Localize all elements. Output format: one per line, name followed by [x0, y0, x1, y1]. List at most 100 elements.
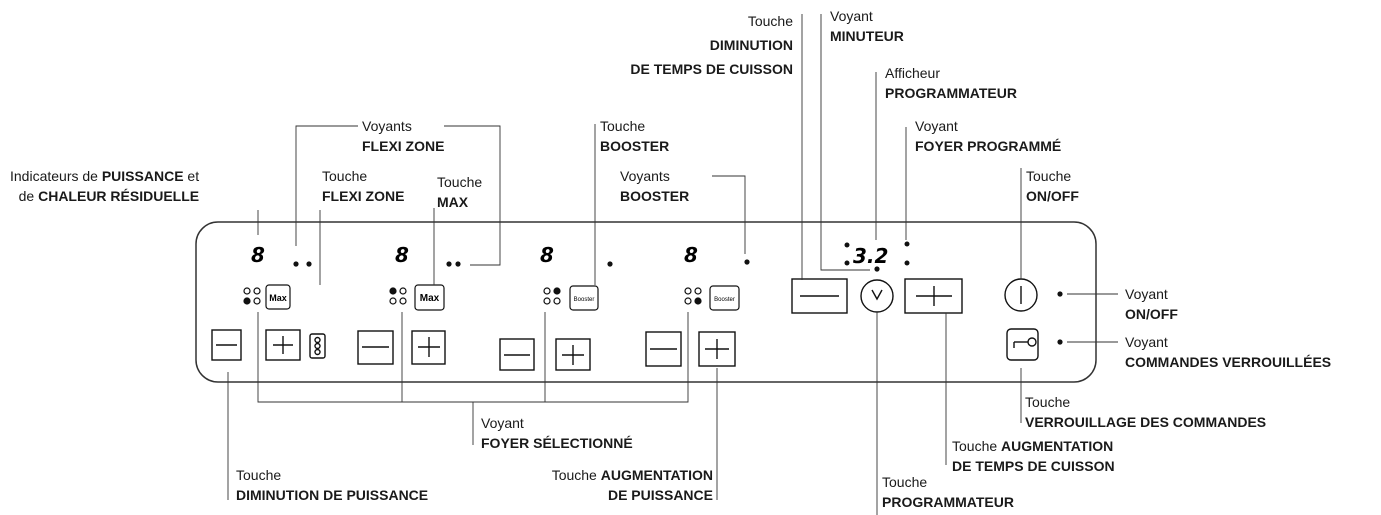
- label-bold: MAX: [437, 194, 469, 210]
- label-bold: PROGRAMMATEUR: [885, 85, 1017, 101]
- label-text: Touche: [600, 118, 646, 134]
- label-text: Touche: [882, 474, 928, 490]
- lock-indicator: [1057, 339, 1063, 345]
- label-bold: ON/OFF: [1125, 306, 1178, 322]
- max-button-1[interactable]: Max: [265, 284, 291, 310]
- foyer-selected-indicator-4: [684, 287, 702, 305]
- zone3-power-indicator: 8: [540, 243, 554, 267]
- timer-plus-key[interactable]: [904, 278, 963, 314]
- label-bold: DE TEMPS DE CUISSON: [630, 61, 793, 77]
- lock-key[interactable]: [1006, 328, 1039, 361]
- label-bold: AUGMENTATION: [600, 467, 713, 483]
- on-off-indicator: [1057, 291, 1063, 297]
- label-voyant-minuteur: Voyant MINUTEUR: [830, 6, 904, 46]
- label-bold: COMMANDES VERROUILLÉES: [1125, 354, 1332, 370]
- plus-key-zone1[interactable]: [265, 329, 301, 361]
- label-afficheur-prog: Afficheur PROGRAMMATEUR: [885, 63, 1017, 103]
- label-text: Voyant: [1125, 334, 1168, 350]
- zone1-power-indicator: 8: [251, 243, 265, 267]
- label-touche-max: Touche MAX: [437, 172, 482, 212]
- label-text: Touche: [1026, 168, 1072, 184]
- label-bold: PUISSANCE: [101, 168, 184, 184]
- minuteur-indicator: [874, 266, 880, 272]
- label-bold: DIMINUTION DE PUISSANCE: [236, 487, 429, 503]
- label-touche-programmateur: Touche PROGRAMMATEUR: [882, 472, 1014, 512]
- minus-key-zone1[interactable]: [211, 329, 242, 361]
- flexi-zone-indicators-1: [293, 261, 312, 267]
- minus-key-zone4[interactable]: [645, 331, 682, 367]
- label-bold: FOYER SÉLECTIONNÉ: [481, 435, 633, 451]
- label-touche-booster: Touche BOOSTER: [600, 116, 669, 156]
- label-voyant-foyer-prog: Voyant FOYER PROGRAMMÉ: [915, 116, 1061, 156]
- flexi-zone-key[interactable]: [309, 333, 326, 359]
- flexi-zone-indicators-2: [446, 261, 461, 267]
- label-text: Afficheur: [885, 65, 940, 81]
- label-bold: VERROUILLAGE DES COMMANDES: [1025, 414, 1267, 430]
- label-bold: BOOSTER: [600, 138, 670, 154]
- booster-button-3[interactable]: Booster: [569, 285, 599, 311]
- booster-indicator-4: [744, 259, 750, 265]
- label-text: Voyants: [362, 118, 412, 134]
- plus-key-zone2[interactable]: [411, 330, 446, 365]
- svg-text:Max: Max: [420, 293, 440, 304]
- label-voyant-cmd-verr: Voyant COMMANDES VERROUILLÉES: [1125, 332, 1331, 372]
- label-touche-dim-temps: Touche DIMINUTION DE TEMPS DE CUISSON: [560, 9, 793, 81]
- label-puissance-indicators: Indicateurs de PUISSANCE et de CHALEUR R…: [10, 166, 199, 206]
- plus-key-zone4[interactable]: [698, 331, 736, 367]
- plus-key-zone3[interactable]: [555, 338, 591, 371]
- programmer-key[interactable]: [860, 279, 894, 313]
- zone2-power-indicator: 8: [395, 243, 409, 267]
- label-touche-dim-puissance: Touche DIMINUTION DE PUISSANCE: [236, 465, 428, 505]
- minus-key-zone3[interactable]: [499, 338, 535, 371]
- timer-dots-left: [844, 242, 850, 266]
- label-bold: FLEXI ZONE: [322, 188, 405, 204]
- zone4-power-indicator: 8: [684, 243, 698, 267]
- label-text: Touche: [322, 168, 368, 184]
- label-touche-aug-temps: Touche AUGMENTATION DE TEMPS DE CUISSON: [952, 436, 1115, 476]
- svg-text:Booster: Booster: [574, 297, 595, 303]
- label-bold: ON/OFF: [1026, 188, 1079, 204]
- label-bold: AUGMENTATION: [1001, 438, 1114, 454]
- programmer-display: 3.2: [853, 244, 888, 268]
- foyer-selected-indicator-3: [543, 287, 561, 305]
- label-bold: DE PUISSANCE: [607, 487, 713, 503]
- booster-button-4[interactable]: Booster: [709, 285, 740, 311]
- booster-indicator-3: [607, 261, 613, 267]
- label-text: Indicateurs de: [10, 168, 102, 184]
- label-touche-flexi: Touche FLEXI ZONE: [322, 166, 404, 206]
- label-text: Voyant: [915, 118, 958, 134]
- label-text: Touche: [1025, 394, 1071, 410]
- label-text: Voyants: [620, 168, 670, 184]
- label-bold: DIMINUTION: [709, 37, 793, 53]
- label-text: Touche: [952, 438, 1002, 454]
- label-voyants-booster: Voyants BOOSTER: [620, 166, 689, 206]
- timer-minus-key[interactable]: [791, 278, 848, 314]
- label-text: Touche: [236, 467, 282, 483]
- svg-text:Booster: Booster: [714, 297, 735, 303]
- label-bold: FOYER PROGRAMMÉ: [915, 138, 1062, 154]
- label-text: Touche: [747, 13, 793, 29]
- minus-key-zone2[interactable]: [357, 330, 394, 365]
- label-touche-verr-cmd: Touche VERROUILLAGE DES COMMANDES: [1025, 392, 1266, 432]
- label-text: Voyant: [481, 415, 524, 431]
- label-bold: DE TEMPS DE CUISSON: [952, 458, 1115, 474]
- label-text: de: [18, 188, 39, 204]
- label-voyant-foyer-sel: Voyant FOYER SÉLECTIONNÉ: [481, 413, 633, 453]
- label-bold: FLEXI ZONE: [362, 138, 445, 154]
- label-voyants-flexi: Voyants FLEXI ZONE: [362, 116, 444, 156]
- label-bold: CHALEUR RÉSIDUELLE: [38, 188, 200, 204]
- label-touche-aug-puissance: Touche AUGMENTATION DE PUISSANCE: [500, 465, 713, 505]
- max-button-2[interactable]: Max: [414, 284, 445, 311]
- svg-text:Max: Max: [269, 293, 287, 303]
- foyer-programmed-indicator: [904, 241, 910, 266]
- control-panel: [195, 221, 1097, 383]
- label-bold: MINUTEUR: [830, 28, 904, 44]
- on-off-key[interactable]: [1004, 278, 1038, 312]
- label-text: et: [183, 168, 200, 184]
- leader-lines: [227, 14, 1118, 515]
- label-text: Touche: [551, 467, 601, 483]
- label-touche-onoff: Touche ON/OFF: [1026, 166, 1079, 206]
- foyer-selected-indicator-1: [243, 287, 261, 305]
- label-bold: PROGRAMMATEUR: [882, 494, 1014, 510]
- label-text: Touche: [437, 174, 483, 190]
